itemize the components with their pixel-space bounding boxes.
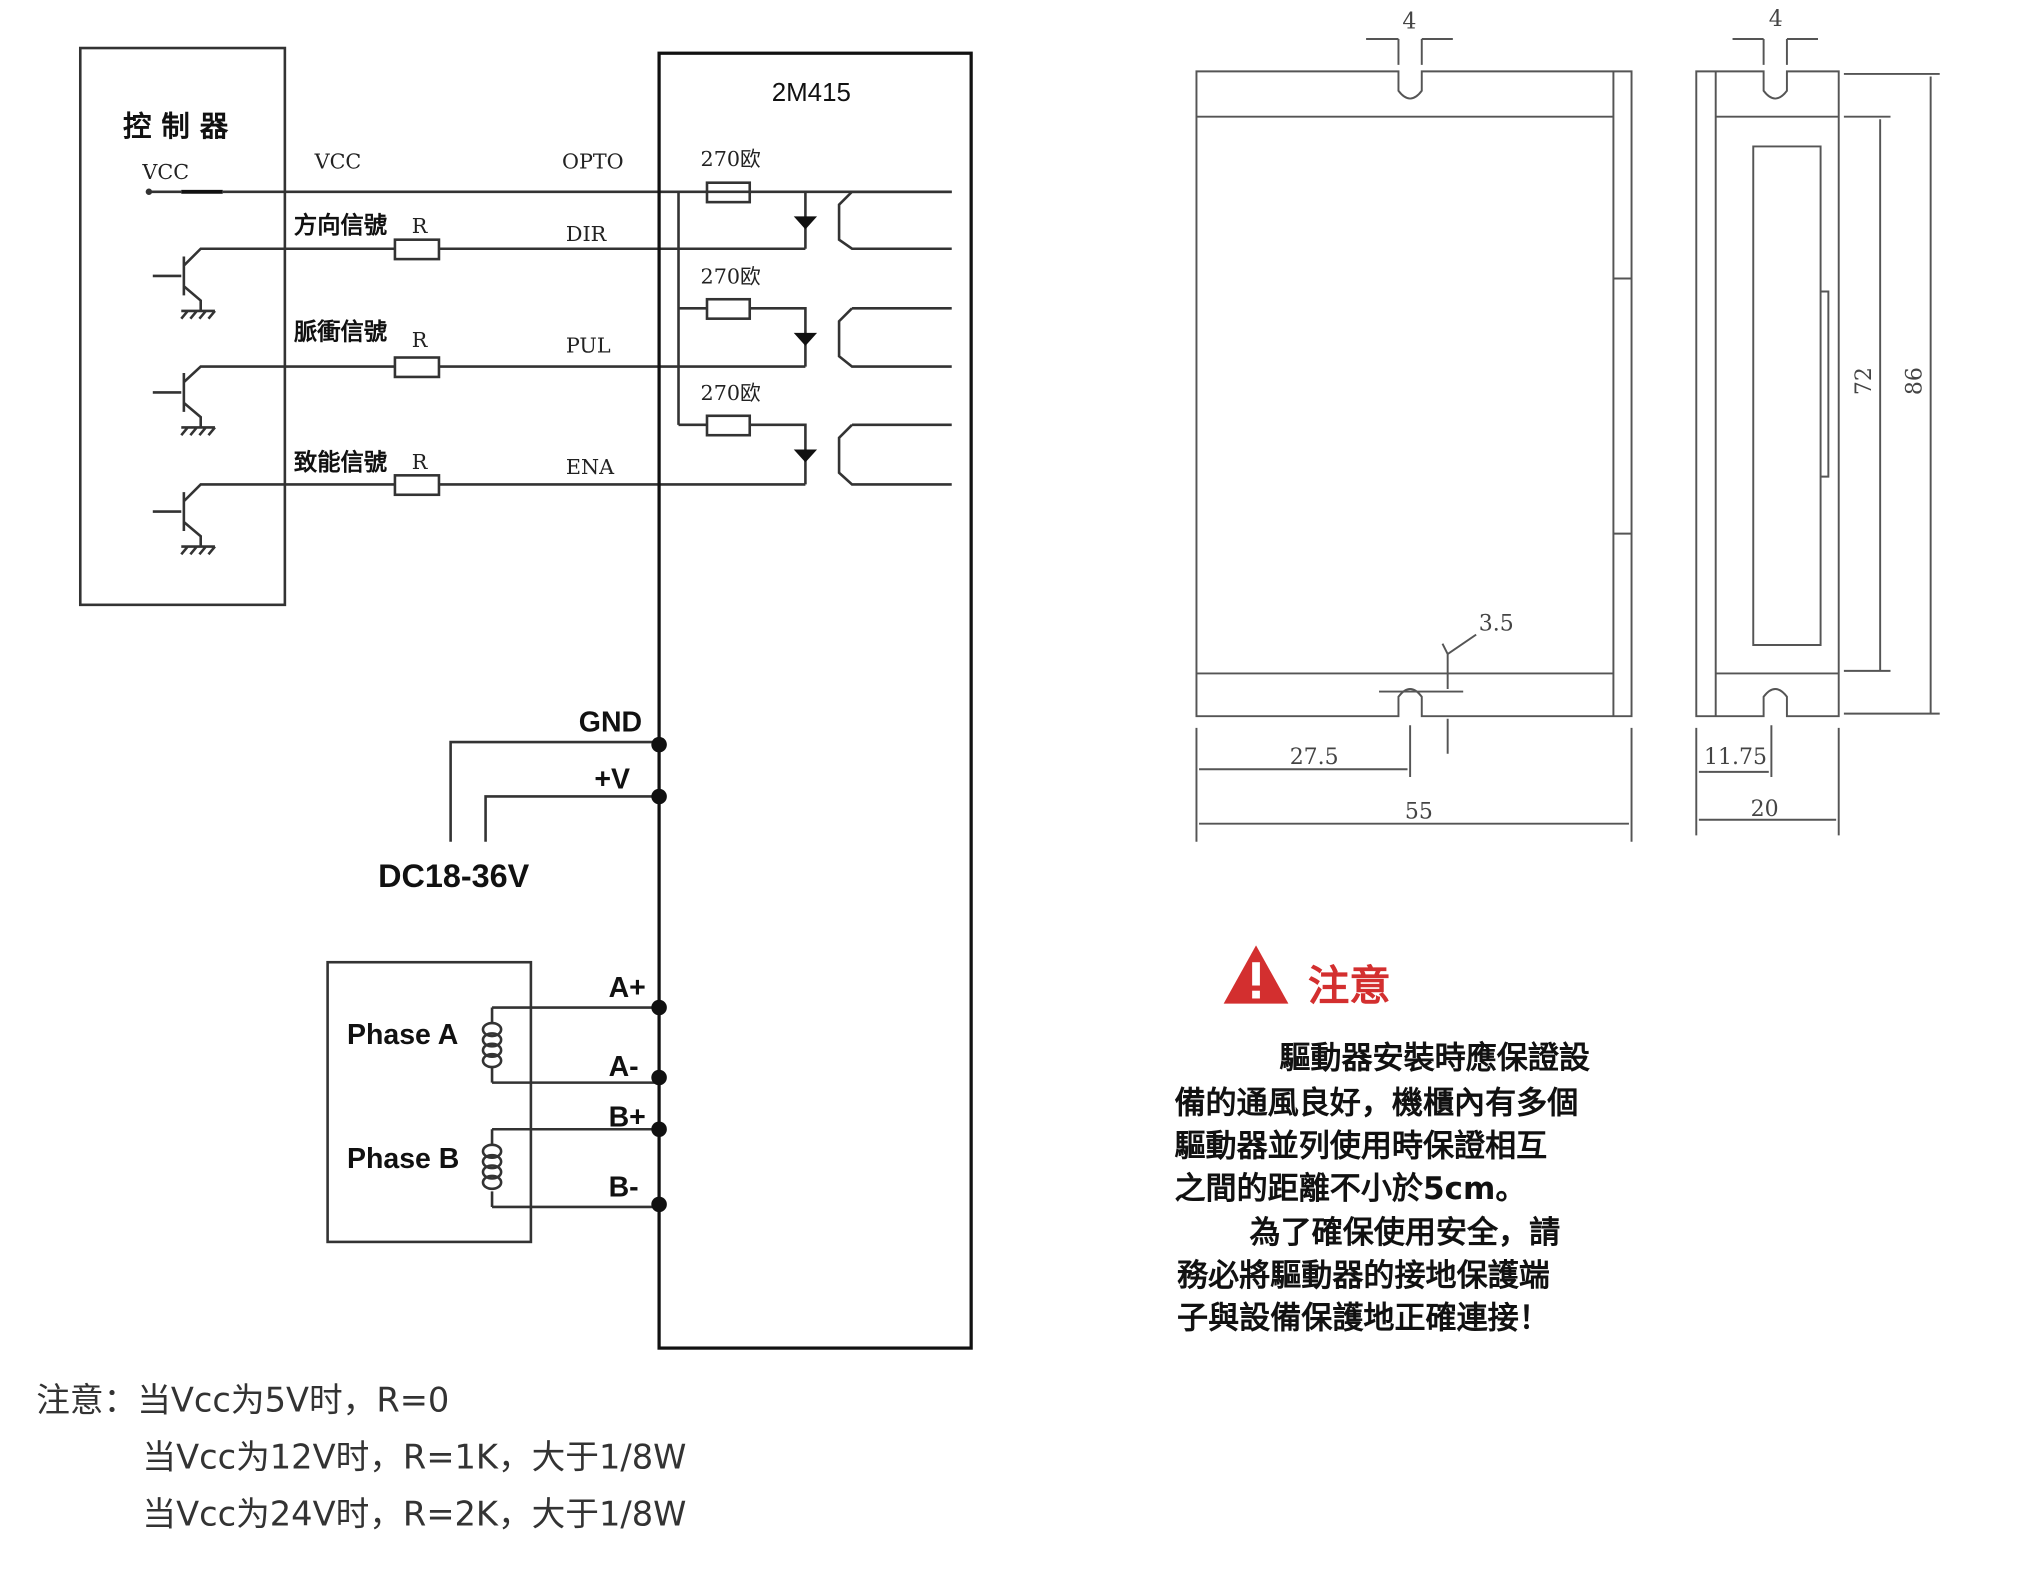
warning-line: 驅動器並列使用時保證相互 [1174,1128,1547,1164]
opto-label: OPTO [562,149,624,173]
controller-title: 控 制 器 [123,110,229,143]
supply-voltage-label: DC18-36V [378,858,530,894]
controller-block: 控 制 器 VCC [78,46,287,607]
optocoupler-led-icon [793,216,818,463]
b-minus-label: B- [609,1172,639,1204]
warning-line: 子與設備保護地正確連接！ [1177,1301,1550,1337]
b-plus-label: B+ [609,1102,646,1134]
resistor-label: R [412,450,429,474]
warning-line: 為了確保使用安全，請 [1250,1215,1561,1251]
v-plus-label: +V [594,764,630,796]
phase-a-label: Phase A [347,1019,458,1051]
dim-3-5: 3.5 [1479,612,1514,637]
opto-resistor-label: 270欧 [701,381,762,405]
dim-72: 72 [1852,367,1877,395]
note-line: 注意：当Vcc为5V时，R=0 [36,1381,449,1420]
pul-label: PUL [566,333,611,357]
pul-signal-label: 脈衝信號 [294,317,387,345]
warning-triangle-icon [1223,945,1289,1004]
dim-55: 55 [1405,799,1433,824]
warning-title: 注意 [1308,962,1391,1010]
motor-block: Phase A Phase B A+ A- B+ B- [326,960,667,1244]
dim-slot-width: 4 [1402,10,1416,35]
vcc-label: VCC [314,149,362,173]
front-view-drawing: 4 3.5 27.5 55 [1195,10,1633,842]
resistor-label: R [412,214,429,238]
controller-vcc-label: VCC [141,160,189,184]
dim-11-75: 11.75 [1704,745,1767,770]
dir-label: DIR [566,222,608,246]
ena-label: ENA [566,455,615,479]
warning-line: 備的通風良好，機櫃內有多個 [1174,1086,1578,1122]
warning-line: 之間的距離不小於5cm。 [1174,1171,1526,1207]
a-minus-label: A- [609,1051,639,1083]
ena-signal-label: 致能信號 [294,448,387,476]
note-line: 当Vcc为24V时，R=2K，大于1/8W [142,1494,686,1533]
dim-20: 20 [1751,797,1779,822]
dir-signal-label: 方向信號 [294,211,387,239]
vcc-resistor-notes: 注意：当Vcc为5V时，R=0 当Vcc为12V时，R=1K，大于1/8W 当V… [36,1381,686,1534]
transistor-icon [152,247,285,556]
opto-resistor-label: 270欧 [701,265,762,289]
warning-line: 務必將驅動器的接地保護端 [1177,1258,1550,1294]
dim-86: 86 [1903,367,1928,395]
warning-line: 驅動器安裝時應保證設 [1279,1040,1591,1076]
driver-block: 2M415 [657,51,973,1350]
a-plus-label: A+ [609,972,646,1004]
coil-icon [481,1021,503,1191]
driver-model: 2M415 [772,79,851,107]
resistor-label: R [412,328,429,352]
side-view-drawing: 4 72 86 11.75 20 [1695,7,1940,836]
warning-block: 注意 驅動器安裝時應保證設 備的通風良好，機櫃內有多個 驅動器並列使用時保證相互… [1174,945,1591,1337]
signal-wires: VCC OPTO 方向信號 R DIR 脈衝信號 R PUL 致能信號 R EN… [222,147,952,497]
power-input: GND +V DC18-36V [378,707,667,894]
note-line: 当Vcc为12V时，R=1K，大于1/8W [142,1438,686,1477]
dim-27-5: 27.5 [1290,745,1339,770]
gnd-label: GND [579,707,642,739]
opto-resistor-label: 270欧 [701,147,762,171]
phase-b-label: Phase B [347,1143,459,1175]
dim-slot-width-side: 4 [1769,7,1783,32]
